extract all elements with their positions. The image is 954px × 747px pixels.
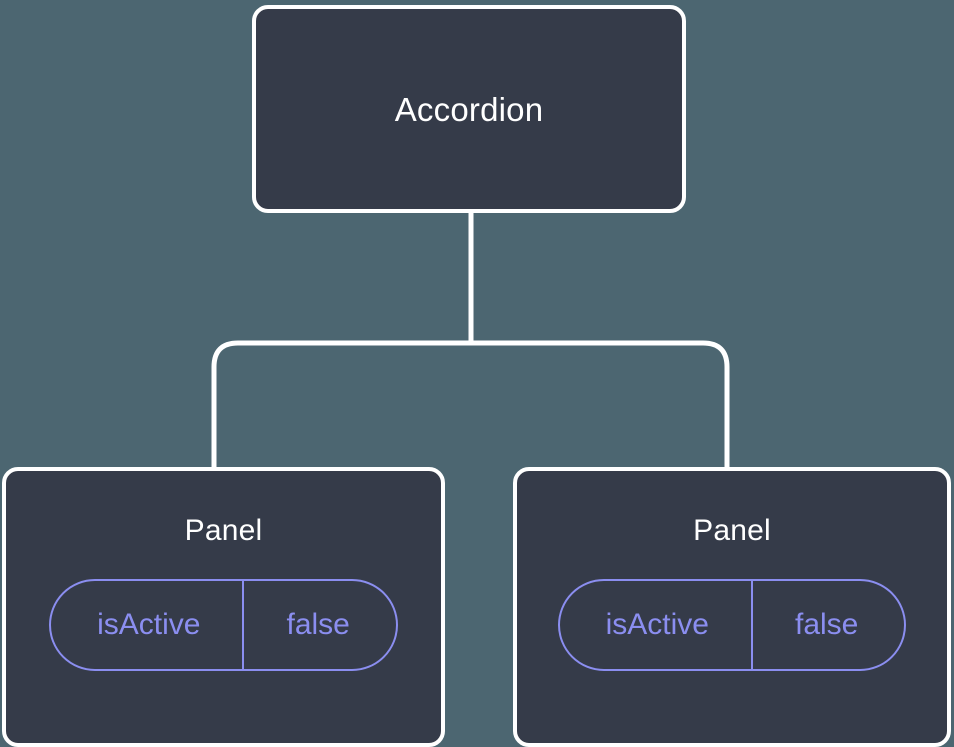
prop-badge-isactive-left[interactable]: isActive false	[49, 579, 398, 671]
prop-value-left: false	[242, 581, 395, 669]
prop-key-right: isActive	[605, 608, 709, 641]
node-panel-right[interactable]: Panel isActive false	[513, 467, 951, 747]
node-panel-left-label: Panel	[184, 514, 263, 547]
edge-root-to-panel-left	[211, 340, 471, 471]
prop-badge-isactive-right[interactable]: isActive false	[557, 579, 907, 671]
node-panel-right-label: Panel	[693, 514, 771, 547]
node-accordion[interactable]: Accordion	[252, 5, 686, 213]
node-panel-left[interactable]: Panel isActive false	[2, 467, 445, 747]
node-accordion-label: Accordion	[394, 90, 544, 128]
prop-value-right: false	[750, 581, 904, 669]
edge-root-to-panel-right	[471, 340, 730, 471]
prop-key-left: isActive	[97, 608, 201, 641]
